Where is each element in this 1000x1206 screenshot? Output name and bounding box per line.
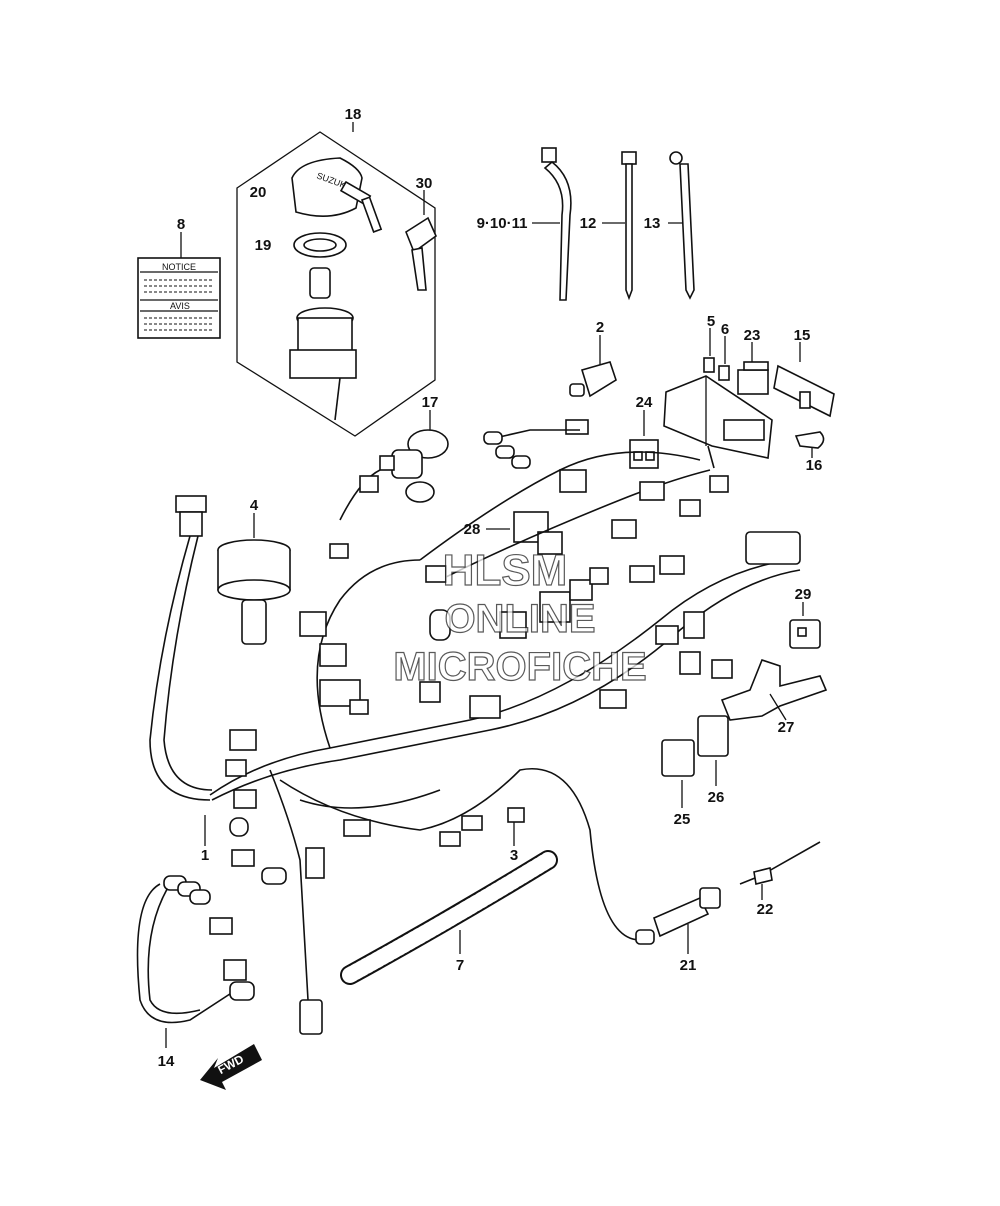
callout-7: 7	[456, 957, 464, 974]
callout-25: 25	[674, 811, 691, 828]
callout-19: 19	[255, 237, 272, 254]
part-4-cap	[217, 513, 291, 645]
part-30-key	[405, 190, 437, 291]
callout-15: 15	[794, 327, 811, 344]
callout-20: 20	[250, 184, 267, 201]
watermark-line-1: HLSM	[443, 546, 568, 595]
callout-28: 28	[464, 521, 481, 538]
callout-4: 4	[250, 497, 259, 514]
callout-22: 22	[757, 901, 774, 918]
callout-5: 5	[707, 313, 715, 330]
callout-1: 1	[201, 847, 209, 864]
fuse-box	[663, 375, 773, 469]
callout-17: 17	[422, 394, 439, 411]
avis-text: AVIS	[170, 301, 190, 311]
part-7-corrugated-tube	[340, 850, 558, 985]
callout-27: 27	[778, 719, 795, 736]
callout-24: 24	[636, 394, 653, 411]
part-12-cable-tie	[602, 151, 637, 301]
callout-3: 3	[510, 847, 518, 864]
part-13-cable-tie	[668, 151, 695, 300]
callout-26: 26	[708, 789, 725, 806]
part-29-connector	[789, 602, 821, 649]
watermark-line-2: ONLINE	[444, 597, 595, 641]
callout-21: 21	[680, 957, 697, 974]
callout-23: 23	[744, 327, 761, 344]
part-23-relay	[737, 342, 769, 395]
part-8-label-sheet: NOTICE AVIS	[137, 232, 221, 339]
callout-9-10-11: 9·10·11	[477, 215, 528, 232]
callout-13: 13	[644, 215, 661, 232]
part-25-cap	[661, 739, 695, 808]
callout-29: 29	[795, 586, 812, 603]
fwd-arrow-icon: FWD	[200, 1044, 262, 1090]
part-17-grommet	[379, 410, 449, 503]
part-18-ignition-switch-assy: SUZUKI	[236, 122, 436, 437]
part-15-bracket	[773, 342, 835, 418]
notice-text: NOTICE	[162, 262, 196, 272]
callout-8: 8	[177, 216, 185, 233]
watermark-line-3: MICROFICHE	[393, 645, 646, 689]
callout-16: 16	[806, 457, 823, 474]
callout-6: 6	[721, 321, 729, 338]
part-24-connector	[629, 410, 659, 469]
callout-30: 30	[416, 175, 433, 192]
part-6-fuse	[718, 336, 730, 381]
part-5-fuse	[703, 328, 715, 373]
part-21-sensor	[635, 887, 721, 954]
part-26-cap	[697, 715, 729, 786]
part-2-boot	[569, 335, 617, 398]
part-14-sub-harness	[136, 875, 255, 1048]
callout-18: 18	[345, 106, 362, 123]
part-1-wire-harness	[149, 419, 801, 1035]
part-22-spring	[739, 841, 821, 900]
part-3-coupler	[507, 807, 525, 846]
callout-labels: 1 2 3 4 5 6 7 8 9·10·11 12 13 14 15 16 1…	[158, 106, 823, 1070]
part-9-10-11-cable-tie	[532, 147, 572, 301]
callout-14: 14	[158, 1053, 175, 1070]
part-27-plate	[720, 659, 828, 721]
part-16-clamp	[794, 431, 825, 458]
watermark: HLSM ONLINE MICROFICHE	[393, 545, 648, 689]
callout-2: 2	[596, 319, 604, 336]
callout-12: 12	[580, 215, 597, 232]
